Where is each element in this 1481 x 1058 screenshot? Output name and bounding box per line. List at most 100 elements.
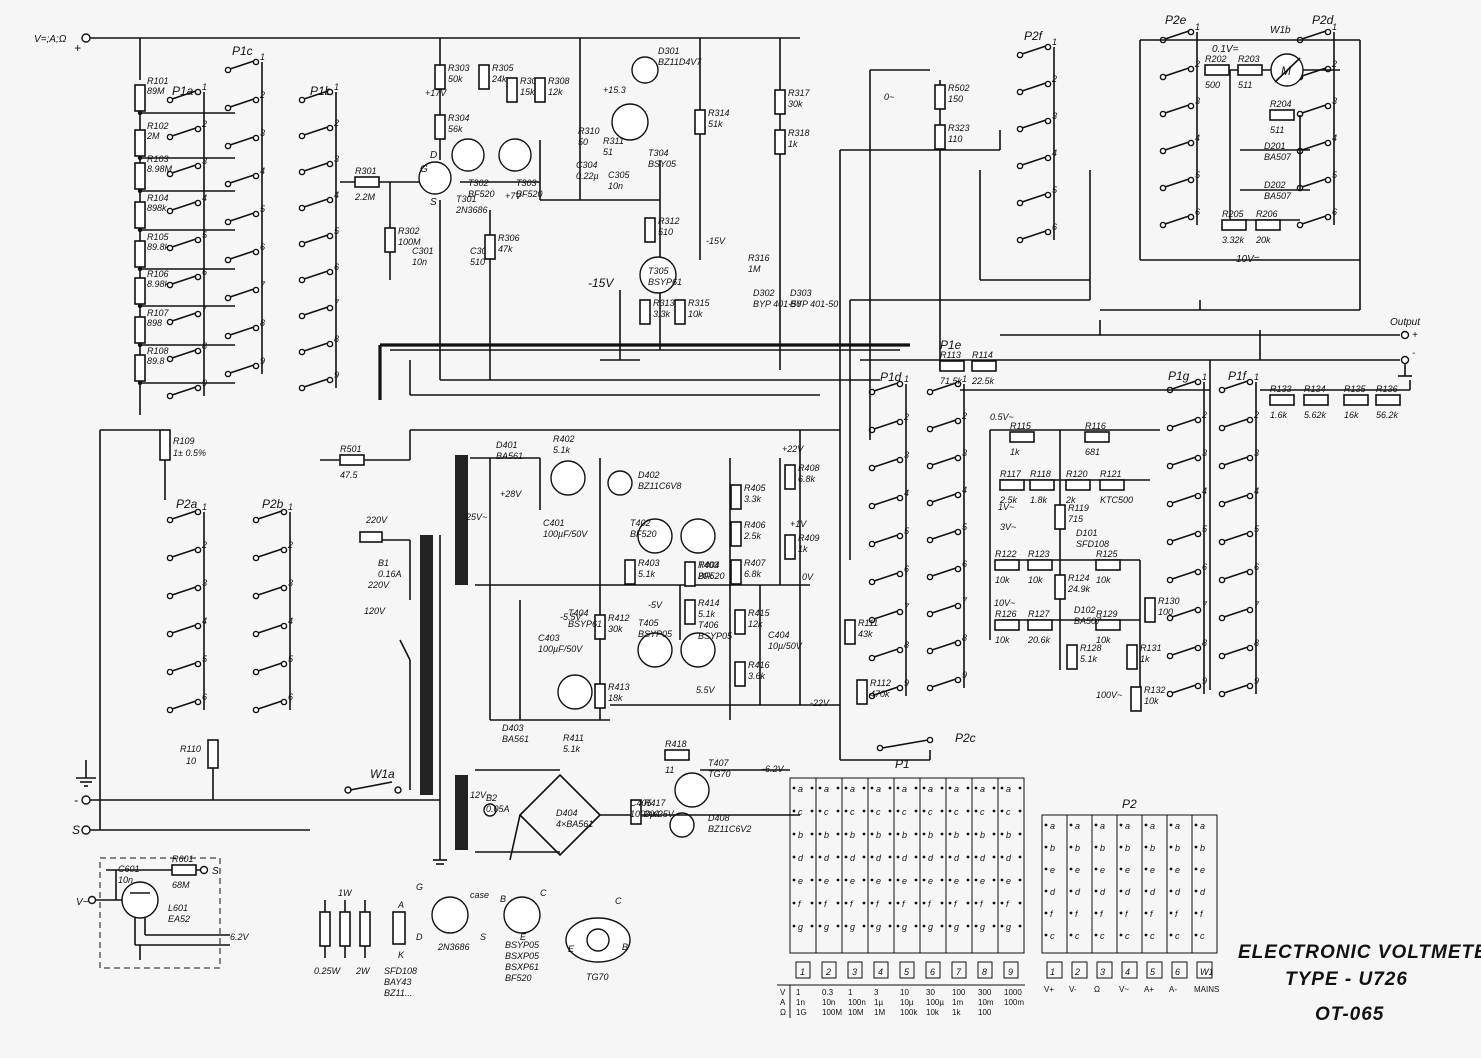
p1-position-9[interactable] bbox=[1003, 961, 1019, 979]
p2-position-7[interactable] bbox=[1196, 961, 1213, 979]
p1f-contact-7[interactable] bbox=[1218, 614, 1226, 622]
p1a-wiper-6[interactable] bbox=[194, 273, 202, 281]
p1a-wiper-7[interactable] bbox=[194, 310, 202, 318]
p1b-wiper-6[interactable] bbox=[326, 268, 334, 276]
p1b-wiper-2[interactable] bbox=[326, 124, 334, 132]
p1a-contact-3[interactable] bbox=[166, 170, 174, 178]
p1a-wiper-1[interactable] bbox=[194, 88, 202, 96]
p1a-contact-8[interactable] bbox=[166, 355, 174, 363]
p1a-contact-2[interactable] bbox=[166, 133, 174, 141]
p2d-wiper-4[interactable] bbox=[1324, 139, 1332, 147]
p1e-contact-3[interactable] bbox=[926, 462, 934, 470]
p1f-wiper-6[interactable] bbox=[1246, 568, 1254, 576]
p2e-contact-3[interactable] bbox=[1159, 110, 1167, 118]
p1f-wiper-8[interactable] bbox=[1246, 644, 1254, 652]
p2d-wiper-3[interactable] bbox=[1324, 102, 1332, 110]
p1a-wiper-5[interactable] bbox=[194, 236, 202, 244]
p1e-wiper-9[interactable] bbox=[954, 676, 962, 684]
p2f-contact-1[interactable] bbox=[1016, 51, 1024, 59]
p1b-contact-1[interactable] bbox=[298, 96, 306, 104]
p1e-contact-1[interactable] bbox=[926, 388, 934, 396]
p1a-wiper-9[interactable] bbox=[194, 384, 202, 392]
p2e-contact-2[interactable] bbox=[1159, 73, 1167, 81]
p1b-contact-9[interactable] bbox=[298, 384, 306, 392]
p1b-wiper-4[interactable] bbox=[326, 196, 334, 204]
p1c-contact-8[interactable] bbox=[224, 332, 232, 340]
p2b-wiper-1[interactable] bbox=[280, 508, 288, 516]
p1c-wiper-7[interactable] bbox=[252, 286, 260, 294]
p1f-wiper-3[interactable] bbox=[1246, 454, 1254, 462]
p2e-contact-6[interactable] bbox=[1159, 221, 1167, 229]
p2d-wiper-2[interactable] bbox=[1324, 65, 1332, 73]
p2a-wiper-2[interactable] bbox=[194, 546, 202, 554]
p1c-wiper-4[interactable] bbox=[252, 172, 260, 180]
p1e-contact-8[interactable] bbox=[926, 647, 934, 655]
p1g-wiper-9[interactable] bbox=[1194, 682, 1202, 690]
p1b-wiper-7[interactable] bbox=[326, 304, 334, 312]
p1f-wiper-2[interactable] bbox=[1246, 416, 1254, 424]
probe-s-terminal[interactable] bbox=[199, 865, 209, 875]
p2a-wiper-3[interactable] bbox=[194, 584, 202, 592]
p1e-contact-4[interactable] bbox=[926, 499, 934, 507]
p1g-wiper-3[interactable] bbox=[1194, 454, 1202, 462]
p2b-contact-5[interactable] bbox=[252, 668, 260, 676]
p1g-wiper-6[interactable] bbox=[1194, 568, 1202, 576]
p2c-wiper[interactable] bbox=[926, 736, 934, 744]
p1c-contact-3[interactable] bbox=[224, 142, 232, 150]
p2e-wiper-4[interactable] bbox=[1187, 139, 1195, 147]
ground-terminal[interactable] bbox=[81, 795, 91, 805]
p1d-contact-5[interactable] bbox=[868, 540, 876, 548]
p1e-wiper-2[interactable] bbox=[954, 417, 962, 425]
p2b-wiper-2[interactable] bbox=[280, 546, 288, 554]
p1d-contact-7[interactable] bbox=[868, 616, 876, 624]
p1c-contact-6[interactable] bbox=[224, 256, 232, 264]
p1g-contact-5[interactable] bbox=[1166, 538, 1174, 546]
p2d-wiper-1[interactable] bbox=[1324, 28, 1332, 36]
p2b-wiper-4[interactable] bbox=[280, 622, 288, 630]
p1-position-3[interactable] bbox=[847, 961, 863, 979]
p1a-contact-6[interactable] bbox=[166, 281, 174, 289]
p2-position-1[interactable] bbox=[1046, 961, 1063, 979]
p1g-contact-6[interactable] bbox=[1166, 576, 1174, 584]
p1f-wiper-1[interactable] bbox=[1246, 378, 1254, 386]
p2-position-3[interactable] bbox=[1096, 961, 1113, 979]
p2b-contact-3[interactable] bbox=[252, 592, 260, 600]
p1d-wiper-2[interactable] bbox=[896, 418, 904, 426]
p1c-wiper-8[interactable] bbox=[252, 324, 260, 332]
p1-position-4[interactable] bbox=[873, 961, 889, 979]
p1g-contact-2[interactable] bbox=[1166, 424, 1174, 432]
input-terminal[interactable] bbox=[81, 33, 91, 43]
p2d-wiper-5[interactable] bbox=[1324, 176, 1332, 184]
p1b-wiper-1[interactable] bbox=[326, 88, 334, 96]
p1a-wiper-4[interactable] bbox=[194, 199, 202, 207]
p1d-contact-6[interactable] bbox=[868, 578, 876, 586]
p1-position-5[interactable] bbox=[899, 961, 915, 979]
p2b-contact-2[interactable] bbox=[252, 554, 260, 562]
p2f-contact-2[interactable] bbox=[1016, 88, 1024, 96]
p1g-contact-4[interactable] bbox=[1166, 500, 1174, 508]
p2a-wiper-4[interactable] bbox=[194, 622, 202, 630]
p2b-wiper-5[interactable] bbox=[280, 660, 288, 668]
output-minus-terminal[interactable] bbox=[1400, 355, 1410, 365]
p1f-contact-8[interactable] bbox=[1218, 652, 1226, 660]
p2-position-2[interactable] bbox=[1071, 961, 1088, 979]
p1b-contact-5[interactable] bbox=[298, 240, 306, 248]
p1e-wiper-7[interactable] bbox=[954, 602, 962, 610]
p1f-contact-9[interactable] bbox=[1218, 690, 1226, 698]
p2e-wiper-3[interactable] bbox=[1187, 102, 1195, 110]
p2d-wiper-6[interactable] bbox=[1324, 213, 1332, 221]
p1a-wiper-3[interactable] bbox=[194, 162, 202, 170]
p1g-wiper-1[interactable] bbox=[1194, 378, 1202, 386]
w1a-contact-2[interactable] bbox=[394, 786, 402, 794]
p1f-contact-5[interactable] bbox=[1218, 538, 1226, 546]
p2-position-6[interactable] bbox=[1171, 961, 1188, 979]
p2e-wiper-2[interactable] bbox=[1187, 65, 1195, 73]
p1d-contact-4[interactable] bbox=[868, 502, 876, 510]
p1e-wiper-5[interactable] bbox=[954, 528, 962, 536]
p1-position-6[interactable] bbox=[925, 961, 941, 979]
p1d-wiper-7[interactable] bbox=[896, 608, 904, 616]
p1g-contact-8[interactable] bbox=[1166, 652, 1174, 660]
p2f-wiper-6[interactable] bbox=[1044, 228, 1052, 236]
p1f-wiper-4[interactable] bbox=[1246, 492, 1254, 500]
p1a-contact-1[interactable] bbox=[166, 96, 174, 104]
